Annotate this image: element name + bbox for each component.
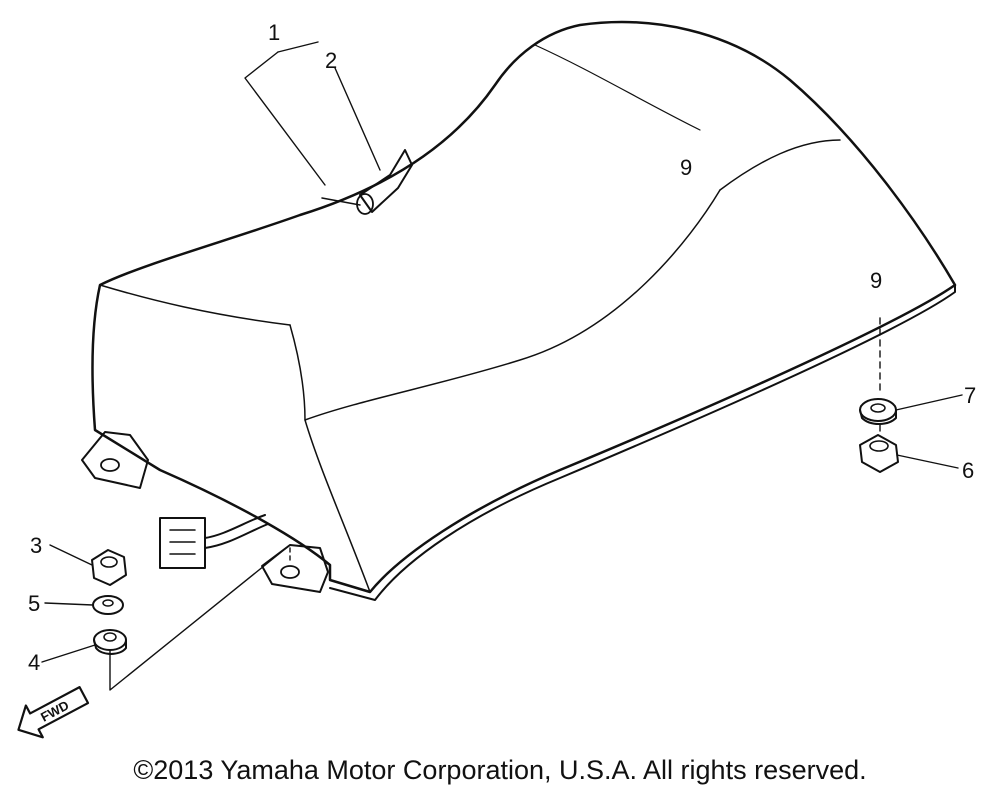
fwd-arrow-icon: FWD	[17, 686, 90, 739]
callout-1: 1	[268, 20, 280, 45]
callout-4: 4	[28, 650, 40, 675]
copyright-notice: ©2013 Yamaha Motor Corporation, U.S.A. A…	[133, 755, 867, 785]
part-7-damper	[859, 398, 897, 425]
seat-strap	[321, 149, 413, 215]
seat-mark-front: 9	[680, 155, 692, 180]
callout-6: 6	[962, 458, 974, 483]
callout-5: 5	[28, 591, 40, 616]
seat-bracket-right	[261, 544, 329, 593]
part-5-washer	[92, 595, 124, 615]
part-3-hex-nut	[91, 549, 127, 586]
callout-2: 2	[325, 48, 337, 73]
part-6-collar-nut	[859, 434, 899, 473]
callout-3: 3	[30, 533, 42, 558]
seat-body: 9 9	[91, 20, 957, 601]
leader-lines	[41, 41, 963, 691]
seat-mark-rear: 9	[870, 268, 882, 293]
callout-7: 7	[964, 383, 976, 408]
seat-wire-connector	[159, 514, 269, 569]
seat-bracket-left	[81, 431, 149, 489]
